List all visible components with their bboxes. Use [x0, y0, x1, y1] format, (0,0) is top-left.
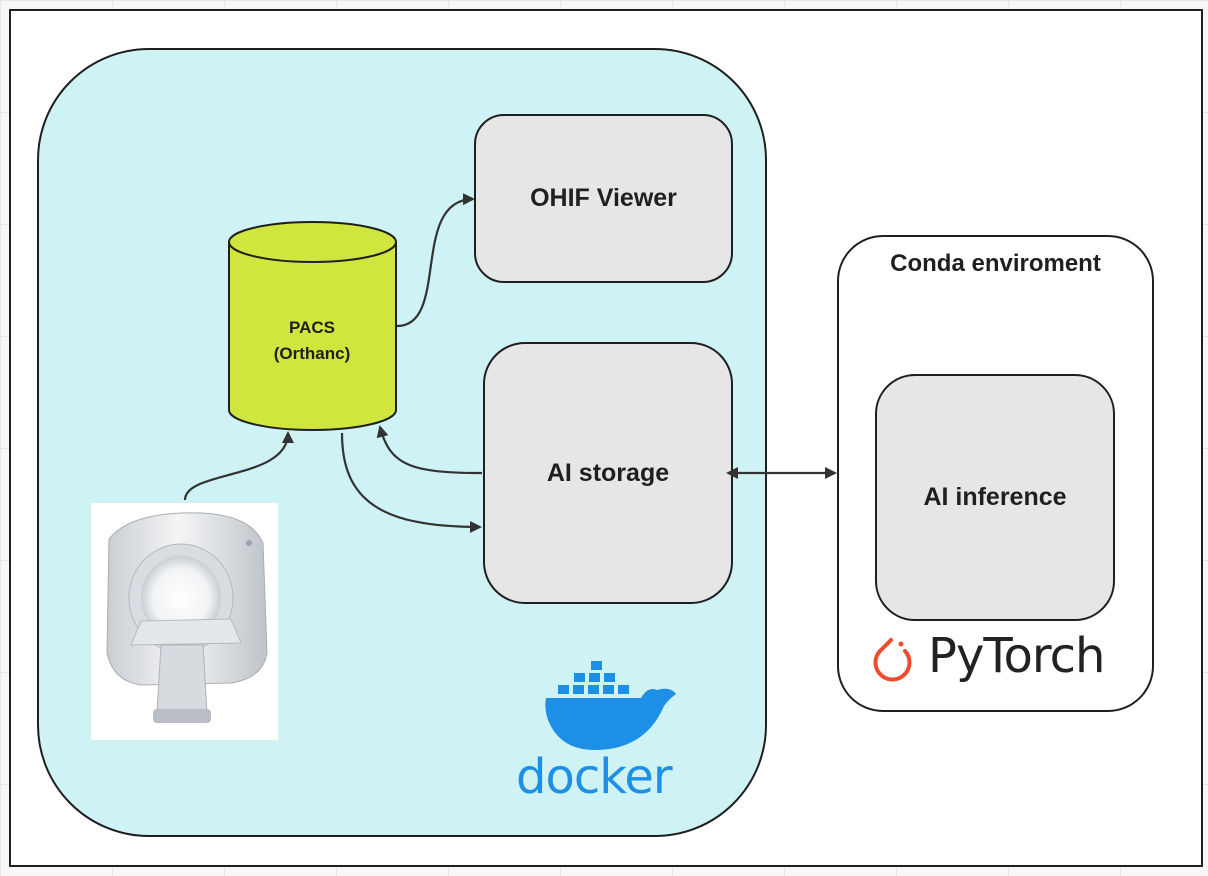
edge-pacs-to-ai-storage — [340, 432, 482, 533]
ohif-viewer-label: OHIF Viewer — [530, 184, 677, 212]
pacs-subtitle: (Orthanc) — [273, 344, 351, 363]
conda-environment-title: Conda enviroment — [890, 250, 1101, 277]
ai-inference-node[interactable]: AI inference — [875, 374, 1115, 621]
docker-wordmark: docker — [516, 749, 673, 805]
pytorch-wordmark: PyTorch — [928, 628, 1105, 684]
mri-scanner-icon — [106, 512, 268, 723]
ai-storage-label: AI storage — [546, 458, 670, 487]
ai-inference-label: AI inference — [923, 483, 1067, 511]
mri-scanner-image — [91, 503, 278, 740]
edge-pacs-to-ohif — [396, 193, 475, 328]
ohif-viewer-node[interactable]: OHIF Viewer — [474, 114, 733, 283]
pacs-title: PACS — [289, 318, 335, 337]
edge-scanner-to-pacs — [183, 431, 294, 501]
edge-ai-storage-to-pacs — [376, 425, 483, 475]
pacs-label: PACS (Orthanc) — [228, 315, 396, 367]
